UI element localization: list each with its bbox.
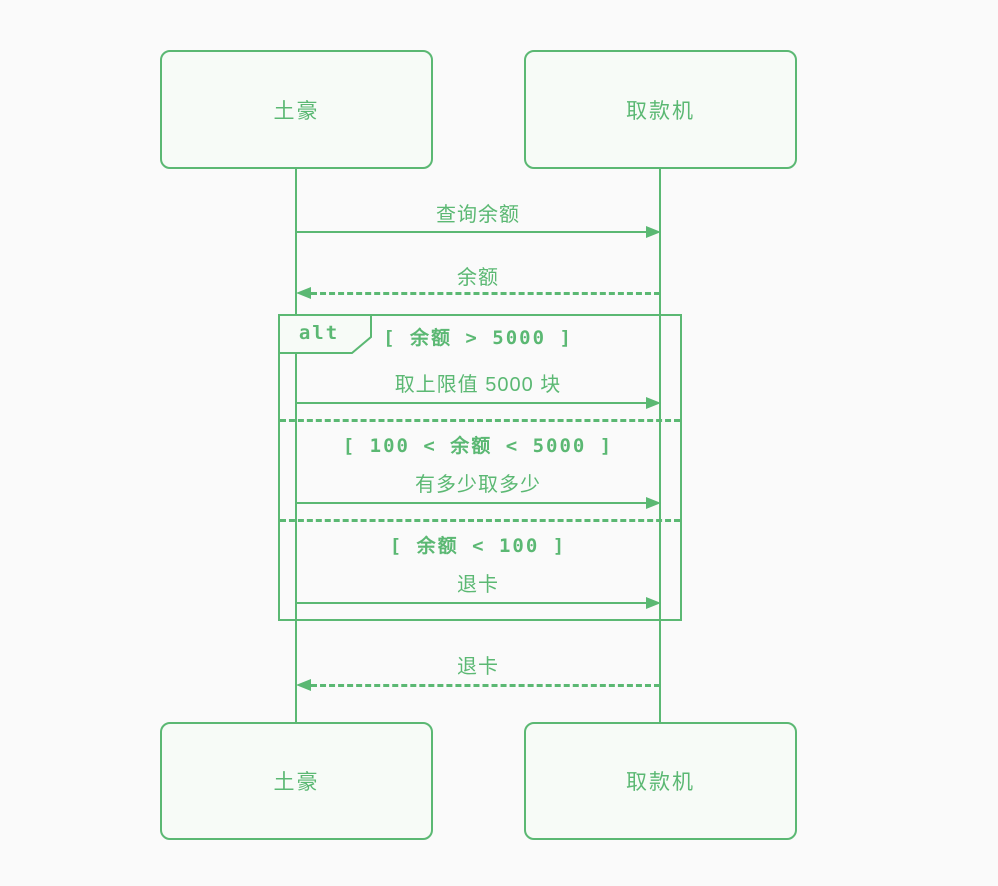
message-line-eject-card-final xyxy=(311,684,660,687)
alt-condition-between-100-5000: [ 100 < 余额 < 5000 ] xyxy=(342,435,614,457)
arrowhead-right-icon xyxy=(646,497,661,509)
alt-operator-label: alt xyxy=(298,322,340,344)
message-label-query-balance: 查询余额 xyxy=(436,204,520,226)
message-line-withdraw-all xyxy=(296,502,646,504)
actor-label-atm-bottom: 取款机 xyxy=(626,771,695,794)
message-label-eject-card-final: 退卡 xyxy=(457,656,499,678)
alt-branch-divider xyxy=(280,519,680,522)
message-line-withdraw-max xyxy=(296,402,646,404)
actor-label-atm-top: 取款机 xyxy=(626,99,695,123)
alt-branch-divider xyxy=(280,419,680,422)
alt-label-tab xyxy=(278,314,372,354)
message-label-eject-card-branch: 退卡 xyxy=(457,574,499,596)
arrowhead-right-icon xyxy=(646,597,661,609)
arrowhead-left-icon xyxy=(296,287,311,299)
lifeline-tuhao xyxy=(295,169,297,722)
actor-label-tuhao-bottom: 土豪 xyxy=(273,771,320,794)
arrowhead-right-icon xyxy=(646,397,661,409)
actor-box-atm-top: 取款机 xyxy=(524,50,797,169)
actor-box-tuhao-top: 土豪 xyxy=(160,50,433,169)
message-line-balance-return xyxy=(311,292,660,295)
alt-condition-gt-5000: [ 余额 > 5000 ] xyxy=(383,327,573,349)
message-line-eject-card-branch xyxy=(296,602,646,604)
lifeline-atm xyxy=(659,169,661,722)
alt-condition-lt-100: [ 余额 < 100 ] xyxy=(389,535,567,557)
arrowhead-right-icon xyxy=(646,226,661,238)
message-line-query-balance xyxy=(296,231,646,233)
message-label-withdraw-all: 有多少取多少 xyxy=(415,474,541,496)
actor-label-tuhao-top: 土豪 xyxy=(273,99,320,123)
actor-box-tuhao-bottom: 土豪 xyxy=(160,722,433,840)
arrowhead-left-icon xyxy=(296,679,311,691)
alt-tab-shape xyxy=(278,314,372,354)
message-label-withdraw-max: 取上限值 5000 块 xyxy=(394,374,562,396)
actor-box-atm-bottom: 取款机 xyxy=(524,722,797,840)
alt-fragment-frame xyxy=(278,314,682,621)
message-label-balance-return: 余额 xyxy=(457,267,499,289)
